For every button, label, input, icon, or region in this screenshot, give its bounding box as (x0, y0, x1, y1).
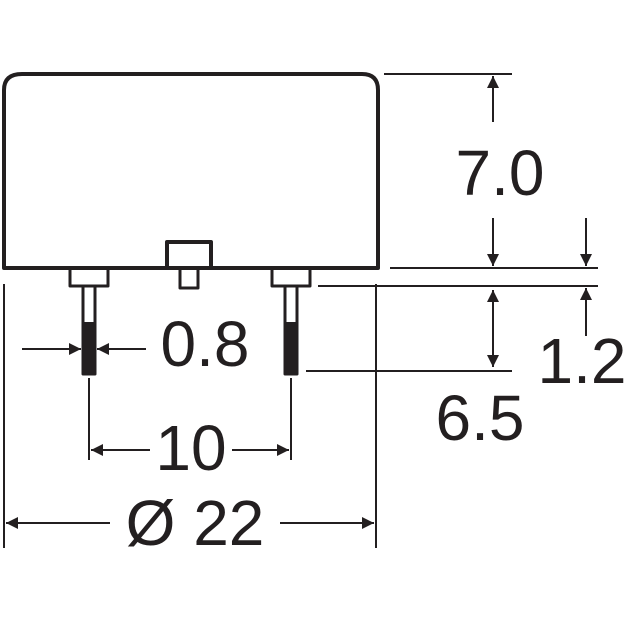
label-pin-length: 6.5 (436, 382, 525, 454)
left-pin-tip (83, 322, 95, 374)
housing-body (2, 72, 380, 270)
pin-shading (83, 322, 297, 374)
dimension-lines (6, 76, 592, 529)
center-key (165, 240, 213, 270)
label-standoff: 1.2 (538, 325, 627, 397)
extension-lines (3, 73, 598, 548)
right-pin-standoff (270, 266, 312, 288)
dimension-labels: 7.0 1.2 6.5 0.8 10 Ø 22 (126, 137, 627, 559)
left-pin-standoff (68, 266, 110, 288)
center-key-stub (178, 266, 200, 290)
label-height-body: 7.0 (456, 137, 545, 209)
label-outer-diameter: Ø 22 (126, 487, 265, 559)
label-pin-diameter: 0.8 (161, 308, 250, 380)
component-outline (2, 72, 380, 376)
label-pin-spacing: 10 (155, 412, 226, 484)
right-pin-tip (285, 322, 297, 374)
